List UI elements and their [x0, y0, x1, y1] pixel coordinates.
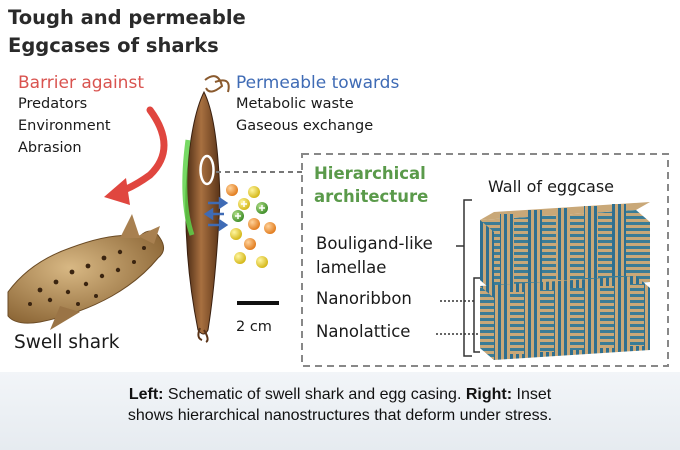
eggcase-wall-nanostructure-block — [480, 202, 650, 360]
caption-band — [0, 372, 680, 450]
hierarchical-heading-line-2: architecture — [314, 187, 429, 206]
title-line-1: Tough and permeable — [8, 6, 246, 29]
caption-right-bold: Right: — [465, 386, 513, 403]
wall-of-eggcase-label: Wall of eggcase — [488, 177, 615, 196]
barrier-item-environment: Environment — [18, 118, 111, 134]
eggcase-illustration — [182, 75, 230, 343]
title-line-2: Eggcases of sharks — [8, 34, 219, 57]
hierarchy-bracket — [436, 199, 486, 357]
barrier-item-abrasion: Abrasion — [18, 140, 82, 156]
caption-left-bold: Left: — [128, 386, 164, 403]
molecule-balls-icon — [226, 184, 276, 268]
barrier-item-predators: Predators — [18, 96, 88, 112]
caption-right-text-line-1: Inset — [512, 386, 552, 403]
blue-diffusion-arrows-icon — [203, 196, 229, 232]
inset-dashed-box — [301, 153, 669, 367]
barrier-heading: Barrier against — [18, 73, 144, 93]
scale-bar-label: 2 cm — [236, 319, 272, 335]
level-lamellae-label-line-2: lamellae — [316, 258, 387, 277]
swell-shark-label: Swell shark — [14, 332, 120, 353]
swell-shark-illustration — [7, 214, 164, 330]
permeable-heading: Permeable towards — [236, 73, 400, 93]
level-nanoribbon-label: Nanoribbon — [316, 289, 412, 308]
level-nanolattice-label: Nanolattice — [316, 322, 411, 341]
caption-right-text-line-2: shows hierarchical nanostructures that d… — [127, 407, 553, 424]
red-curved-arrow-icon — [104, 106, 168, 205]
caption-left-text: Schematic of swell shark and egg casing. — [163, 386, 466, 403]
permeable-item-metabolic-waste: Metabolic waste — [236, 96, 354, 112]
level-lamellae-label-line-1: Bouligand-like — [316, 234, 433, 253]
molecule-plus-signs — [235, 201, 265, 219]
permeable-item-gaseous-exchange: Gaseous exchange — [236, 118, 374, 134]
hierarchical-heading-line-1: Hierarchical — [314, 164, 426, 183]
figure-caption: Left: Schematic of swell shark and egg c… — [0, 384, 680, 426]
